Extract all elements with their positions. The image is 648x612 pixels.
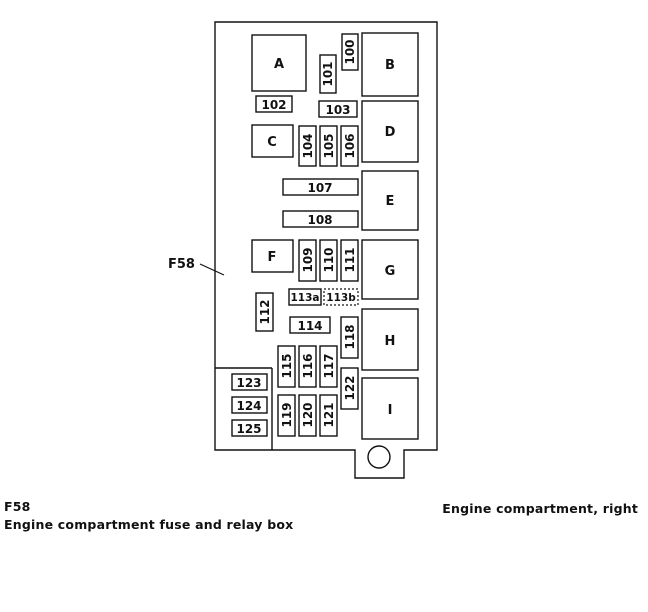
fuse-123: 123 — [231, 373, 268, 391]
fuse-box-diagram: F58 A B C D E F G H I 100 1 — [168, 21, 438, 479]
fuse-117: 117 — [319, 345, 338, 388]
fuse-label: 108 — [307, 213, 332, 227]
fuse-label: 104 — [301, 133, 315, 158]
fuse-label: 117 — [322, 353, 336, 378]
fuse-label: 110 — [322, 247, 336, 272]
fuse-109: 109 — [298, 239, 317, 282]
fuse-112: 112 — [255, 292, 274, 332]
fuse-116: 116 — [298, 345, 317, 388]
fuse-110: 110 — [319, 239, 338, 282]
fuse-105: 105 — [319, 125, 338, 167]
mounting-hole — [367, 445, 391, 469]
caption-location: Engine compartment, right — [442, 501, 638, 516]
relay-label: E — [386, 194, 395, 209]
fuse-125: 125 — [231, 419, 268, 437]
relay-B: B — [361, 32, 419, 97]
fuse-103: 103 — [318, 100, 358, 118]
relay-label: I — [388, 403, 393, 418]
fuse-124: 124 — [231, 396, 268, 414]
relay-label: D — [385, 125, 396, 140]
fuse-label: 120 — [301, 402, 315, 427]
relay-F: F — [251, 239, 294, 273]
relay-A: A — [251, 34, 307, 92]
relay-I: I — [361, 377, 419, 440]
fuse-118: 118 — [340, 316, 359, 359]
fuse-121: 121 — [319, 394, 338, 437]
fuse-label: 113b — [326, 292, 356, 304]
relay-label: A — [274, 57, 284, 72]
relay-label: G — [385, 264, 396, 279]
fuse-label: 103 — [325, 103, 350, 117]
fuse-104: 104 — [298, 125, 317, 167]
fuse-100: 100 — [341, 33, 359, 71]
relay-H: H — [361, 308, 419, 371]
fuse-label: 113a — [290, 292, 319, 304]
caption-code: F58 — [4, 499, 31, 514]
fuse-label: 123 — [236, 376, 261, 390]
fuse-label: 125 — [236, 422, 261, 436]
caption-description: Engine compartment fuse and relay box — [4, 517, 294, 532]
fuse-label: 112 — [258, 299, 272, 324]
callout-leader — [199, 263, 225, 276]
fuse-label: 105 — [322, 133, 336, 158]
relay-C: C — [251, 124, 294, 158]
fuse-102: 102 — [255, 95, 293, 113]
fuse-106: 106 — [340, 125, 359, 167]
fuse-label: 106 — [343, 133, 357, 158]
fuse-label: 109 — [301, 247, 315, 272]
relay-D: D — [361, 100, 419, 163]
fuse-label: 107 — [307, 181, 332, 195]
fuse-label: 101 — [321, 61, 335, 86]
fuse-114: 114 — [289, 316, 331, 334]
callout-label: F58 — [168, 257, 195, 272]
fuse-label: 100 — [343, 39, 357, 64]
fuse-label: 119 — [280, 402, 294, 427]
fuse-101: 101 — [319, 54, 337, 94]
relay-G: G — [361, 239, 419, 300]
fuse-label: 122 — [343, 375, 357, 400]
fuse-107: 107 — [282, 178, 359, 196]
fuse-108: 108 — [282, 210, 359, 228]
fuse-label: 114 — [297, 319, 322, 333]
fuse-111: 111 — [340, 239, 359, 282]
fuse-label: 121 — [322, 402, 336, 427]
fuse-113a: 113a — [288, 288, 322, 306]
fuse-113b: 113b — [323, 288, 359, 306]
fuse-115: 115 — [277, 345, 296, 388]
relay-E: E — [361, 170, 419, 231]
fuse-label: 102 — [261, 98, 286, 112]
fuse-122: 122 — [340, 367, 359, 410]
fuse-label: 118 — [343, 324, 357, 349]
fuse-119: 119 — [277, 394, 296, 437]
relay-label: H — [385, 334, 396, 349]
fuse-label: 111 — [343, 247, 357, 272]
relay-label: F — [268, 250, 277, 265]
fuse-label: 116 — [301, 353, 315, 378]
fuse-label: 115 — [280, 353, 294, 378]
fuse-label: 124 — [236, 399, 261, 413]
fuse-120: 120 — [298, 394, 317, 437]
relay-label: B — [385, 58, 395, 73]
relay-label: C — [267, 135, 277, 150]
